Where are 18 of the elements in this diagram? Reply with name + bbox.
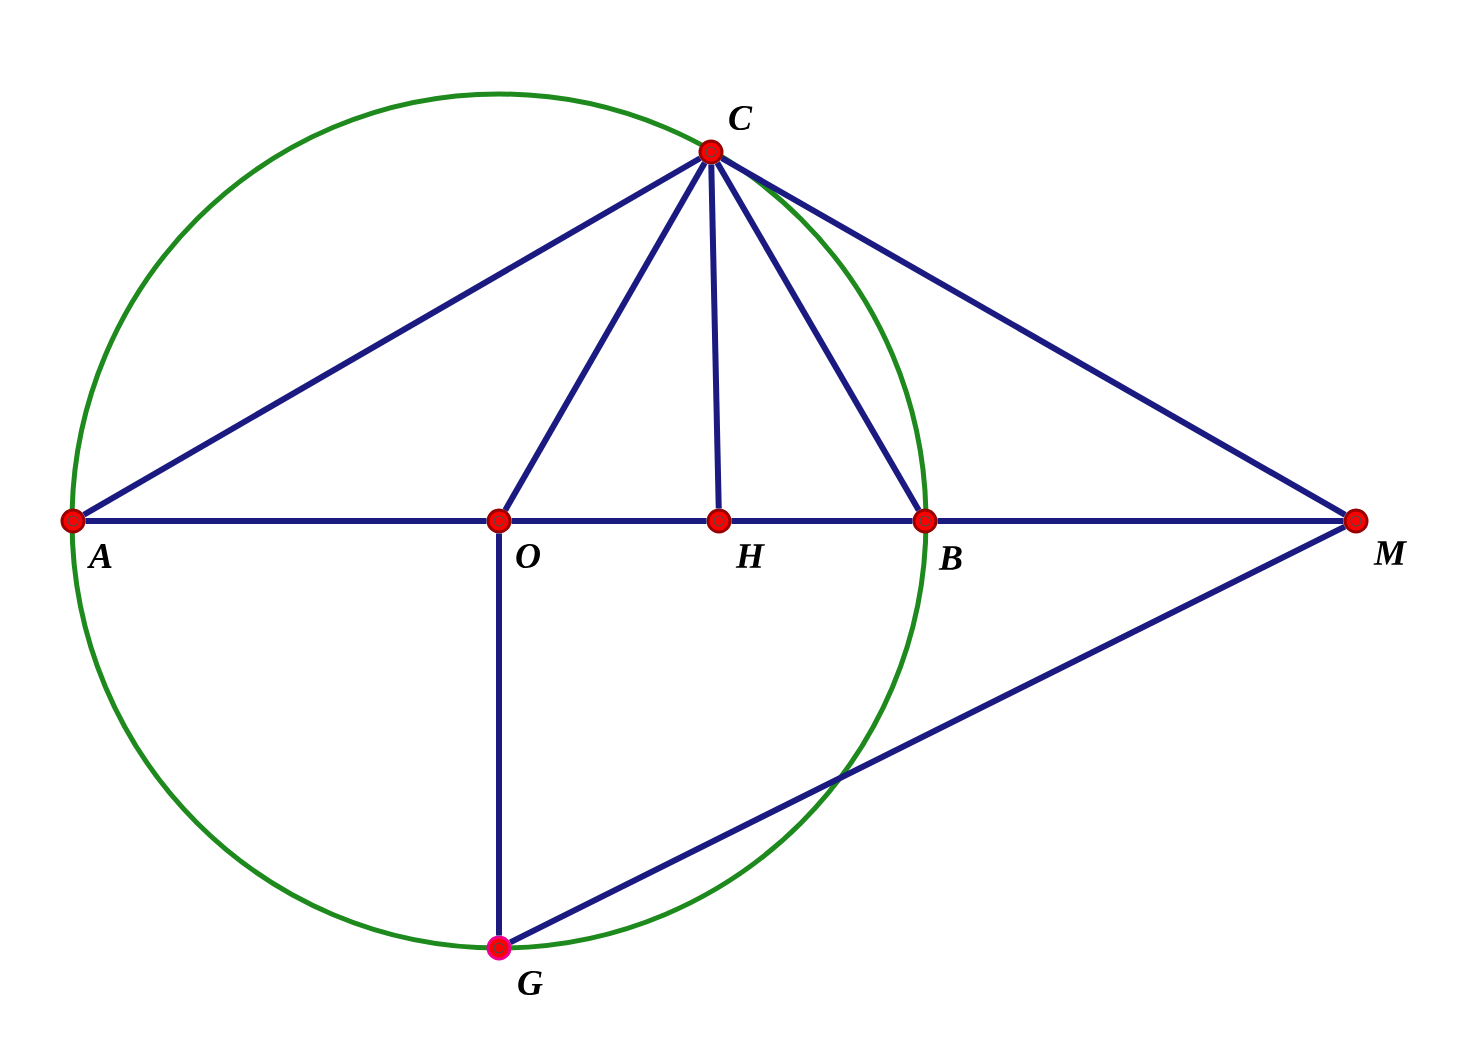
point-label: H [735, 544, 765, 568]
point-label: O [516, 543, 540, 569]
line-segment [714, 161, 922, 512]
line-segment [508, 523, 1347, 946]
line-segment [82, 155, 702, 518]
line-segment [720, 155, 1347, 518]
point-label: B [938, 546, 962, 570]
point-label: C [729, 105, 753, 131]
line-segment [511, 518, 707, 524]
line-segment [502, 161, 708, 512]
line-segment [708, 164, 722, 509]
line-segment [937, 518, 1344, 524]
point-label: A [87, 544, 112, 568]
point-label: M [1373, 541, 1408, 565]
point-label: G [518, 970, 543, 996]
line-segment [496, 533, 502, 936]
line-segment [731, 518, 913, 524]
line-segment [85, 518, 487, 524]
